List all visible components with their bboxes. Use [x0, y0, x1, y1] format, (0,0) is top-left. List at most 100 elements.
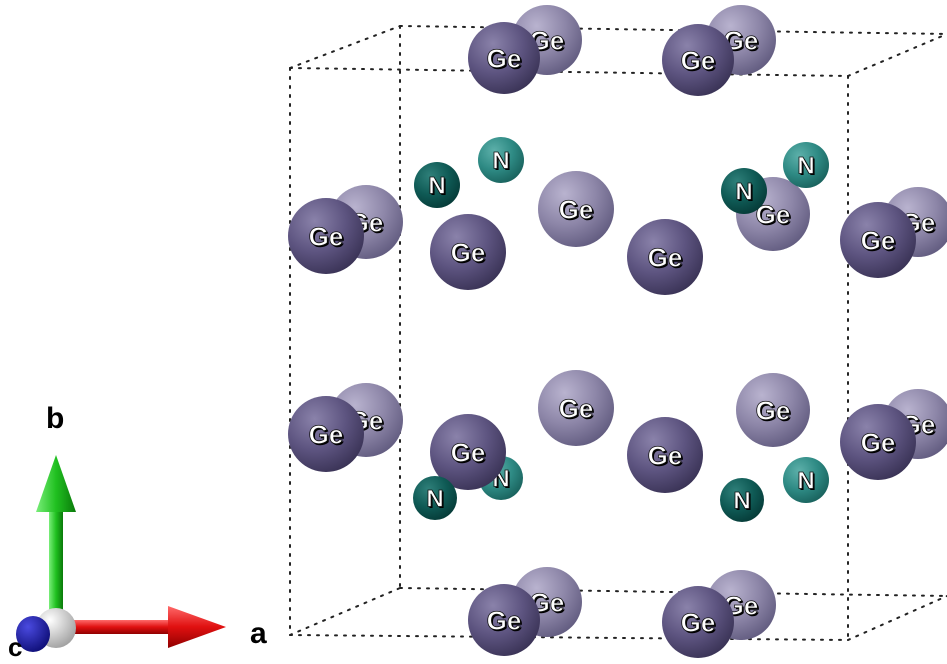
n-sphere — [783, 457, 829, 503]
ge-sphere — [662, 586, 734, 658]
n-atom: NN — [783, 457, 829, 503]
n-atom: NN — [783, 142, 829, 188]
axis-a-arrowhead — [168, 606, 226, 648]
ge-sphere — [627, 417, 703, 493]
axes-indicator: b a c — [8, 402, 267, 662]
axis-label-a: a — [250, 617, 267, 650]
atom-label-shadow: N — [430, 174, 447, 201]
n-atom-label: N — [797, 468, 814, 495]
ge-atom-label: Ge — [648, 242, 683, 272]
ge-sphere — [430, 414, 506, 490]
ge-atom-label: Ge — [681, 607, 716, 637]
ge-atom-label: Ge — [559, 194, 594, 224]
ge-atom-label: Ge — [559, 393, 594, 423]
ge-sphere — [538, 370, 614, 446]
ge-sphere — [288, 396, 364, 472]
atom-label-shadow: Ge — [560, 196, 595, 226]
atom-label-shadow: Ge — [452, 239, 487, 269]
atom-label-shadow: N — [494, 149, 511, 176]
ge-atom-label: Ge — [451, 437, 486, 467]
axis-b-arrowhead — [36, 455, 76, 512]
axis-b-shaft — [49, 505, 63, 625]
ge-sphere — [430, 214, 506, 290]
ge-atom-label: Ge — [861, 225, 896, 255]
ge-atom-label: Ge — [756, 395, 791, 425]
atom-label-shadow: Ge — [757, 397, 792, 427]
atom-label-shadow: N — [799, 469, 816, 496]
n-atom-label: N — [797, 153, 814, 180]
atom-label-shadow: N — [735, 489, 752, 516]
atom-label-shadow: Ge — [682, 47, 717, 77]
n-atom: NN — [720, 478, 764, 522]
axis-label-b: b — [46, 402, 64, 435]
atom-label-shadow: Ge — [682, 609, 717, 639]
n-atom-label: N — [492, 148, 509, 175]
n-atom-label: N — [428, 173, 445, 200]
atom-label-shadow: Ge — [560, 395, 595, 425]
n-sphere — [720, 478, 764, 522]
ge-atom-label: Ge — [861, 427, 896, 457]
n-atom-label: N — [733, 488, 750, 515]
atom-label-shadow: Ge — [310, 223, 345, 253]
n-atom-label: N — [426, 486, 443, 513]
ge-sphere — [736, 373, 810, 447]
ge-atom-label: Ge — [309, 221, 344, 251]
ge-atom-label: Ge — [487, 43, 522, 73]
ge-sphere — [627, 219, 703, 295]
n-sphere — [413, 476, 457, 520]
n-atom: NN — [413, 476, 457, 520]
ge-sphere — [468, 22, 540, 94]
atom-label-shadow: N — [799, 154, 816, 181]
ge-atom-label: Ge — [309, 419, 344, 449]
ge-atom-label: Ge — [451, 237, 486, 267]
ge-sphere — [840, 404, 916, 480]
atom-label-shadow: Ge — [452, 439, 487, 469]
n-sphere — [783, 142, 829, 188]
ge-atom-label: Ge — [648, 440, 683, 470]
n-atom: NN — [414, 162, 460, 208]
n-sphere — [721, 168, 767, 214]
ge-sphere — [288, 198, 364, 274]
ge-atom-label: Ge — [487, 605, 522, 635]
n-atom: NN — [478, 137, 524, 183]
unit-cell-box — [289, 25, 947, 641]
atom-label-shadow: Ge — [862, 429, 897, 459]
n-atom-label: N — [735, 179, 752, 206]
n-atom: NN — [721, 168, 767, 214]
atom-label-shadow: N — [428, 487, 445, 514]
ge-sphere — [662, 24, 734, 96]
atom-label-shadow: Ge — [488, 45, 523, 75]
atom-label-shadow: Ge — [862, 227, 897, 257]
ge-sphere — [538, 171, 614, 247]
atom-label-shadow: Ge — [649, 244, 684, 274]
atom-label-shadow: N — [737, 180, 754, 207]
axis-label-c: c — [8, 632, 22, 662]
ge-sphere — [468, 584, 540, 656]
atom-label-shadow: Ge — [757, 201, 792, 231]
n-sphere — [478, 137, 524, 183]
ge-sphere — [840, 202, 916, 278]
atom-label-shadow: Ge — [310, 421, 345, 451]
atom-label-shadow: Ge — [649, 442, 684, 472]
ge-atom-label: Ge — [681, 45, 716, 75]
atom-label-shadow: Ge — [488, 607, 523, 637]
axis-a-shaft — [62, 620, 174, 634]
axis-c-sphere — [16, 616, 50, 652]
